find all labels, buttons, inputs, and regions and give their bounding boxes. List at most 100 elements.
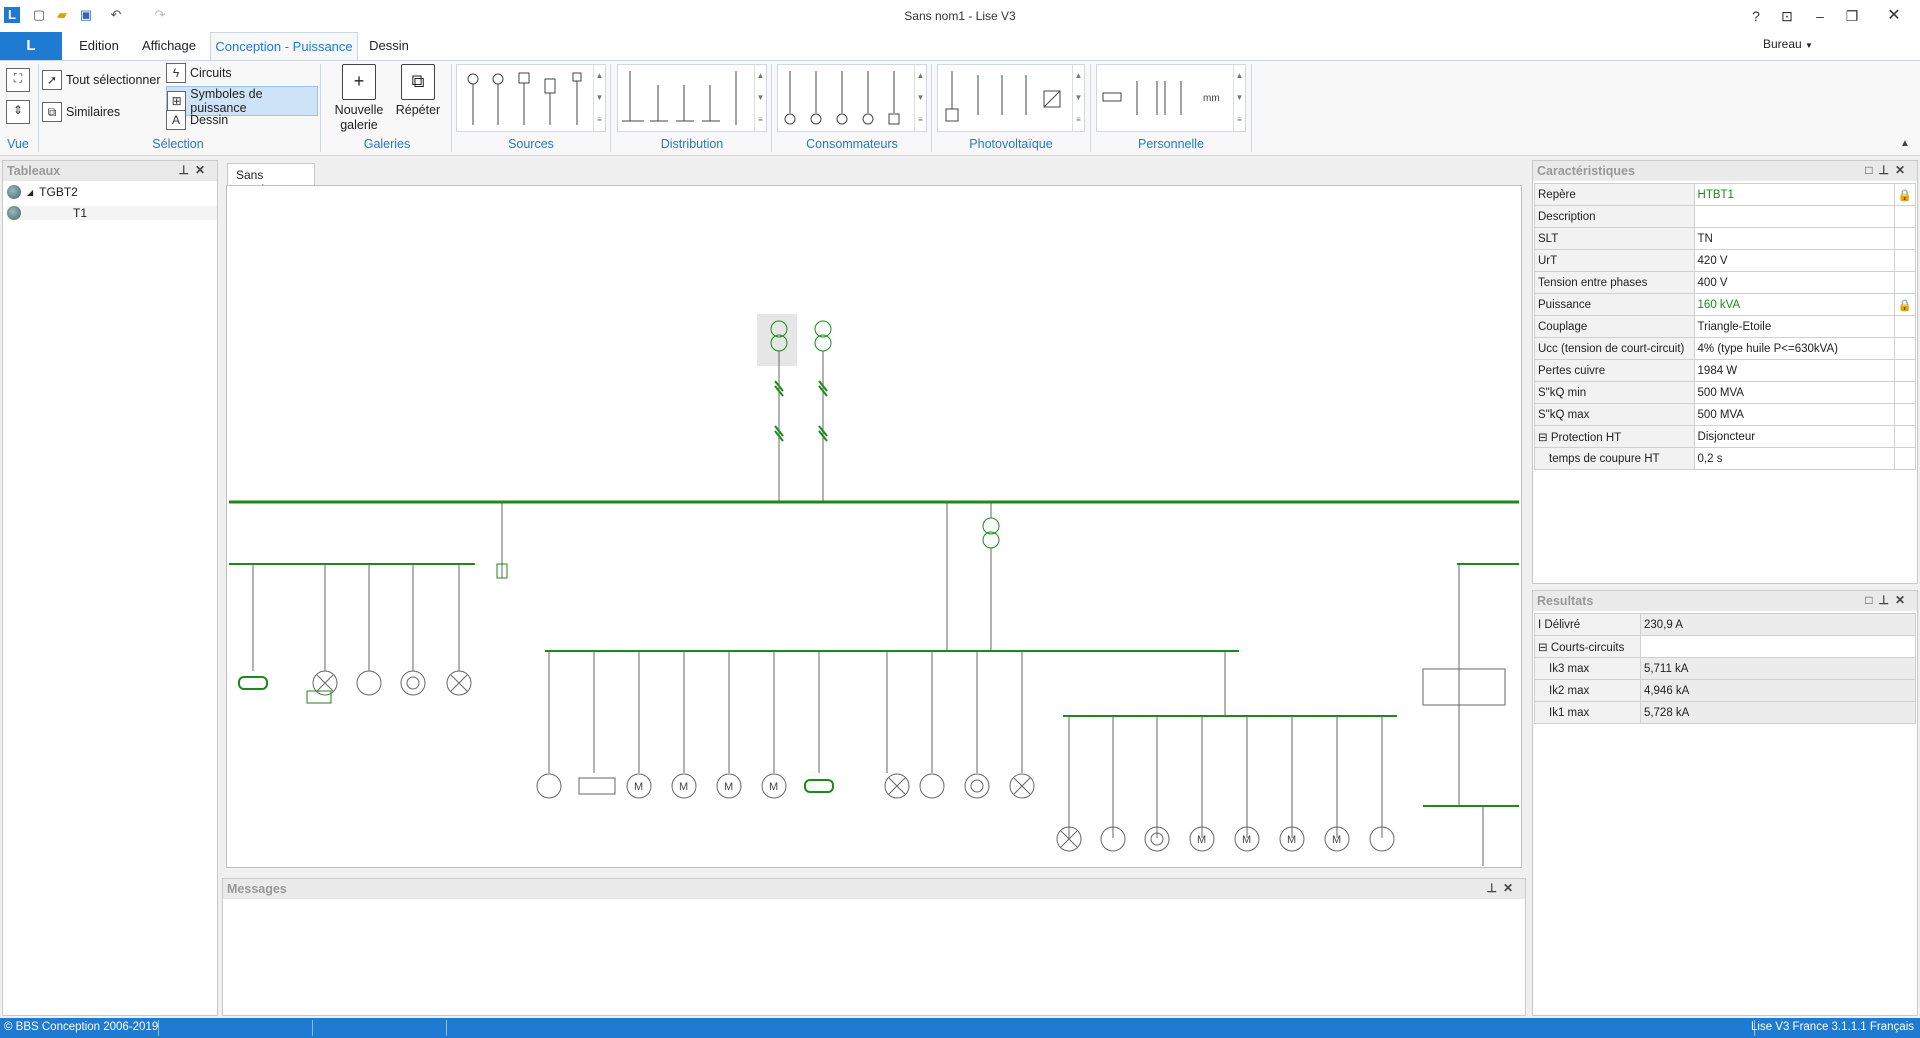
consumers-gallery[interactable]: ▲▼≡ xyxy=(777,64,927,132)
fit-view-icon[interactable]: ⛶ xyxy=(6,68,30,92)
gallery-scroll[interactable]: ▲▼≡ xyxy=(914,65,926,131)
expand-arrow-icon[interactable]: ◢ xyxy=(27,187,34,197)
pin-icon[interactable]: ⊥ xyxy=(178,163,195,177)
property-value[interactable]: 500 MVA xyxy=(1693,403,1895,426)
tab-dessin[interactable]: Dessin xyxy=(369,38,409,53)
lock-icon[interactable]: 🔒 xyxy=(1893,293,1917,316)
property-value[interactable]: 420 V xyxy=(1693,249,1895,272)
zoom-fit-icon[interactable]: ⇕ xyxy=(6,100,30,124)
gallery-scroll[interactable]: ▲▼≡ xyxy=(1072,65,1084,131)
table-row[interactable]: Ucc (tension de court-circuit)4% (type h… xyxy=(1534,337,1917,360)
property-value[interactable]: 500 MVA xyxy=(1693,381,1895,404)
gallery-scroll[interactable]: ▲▼≡ xyxy=(593,65,605,131)
tab-affichage[interactable]: Affichage xyxy=(142,38,196,53)
property-key-group[interactable]: ⊟ Protection HT xyxy=(1534,425,1695,448)
property-value[interactable]: 160 kVA xyxy=(1693,293,1895,316)
property-value[interactable]: 0,2 s xyxy=(1693,447,1895,470)
result-key-group[interactable]: ⊟ Courts-circuits xyxy=(1534,635,1641,658)
tree-item-t1[interactable]: T1 xyxy=(7,206,217,220)
close-icon[interactable]: ✕ xyxy=(1502,881,1519,895)
gallery-scroll[interactable]: ▲▼≡ xyxy=(754,65,766,131)
minimize-icon[interactable]: – xyxy=(1816,8,1824,24)
property-value[interactable]: 1984 W xyxy=(1693,359,1895,382)
restore-layout-icon[interactable]: ⊡ xyxy=(1781,8,1793,24)
document-tab[interactable]: Sans nom1✕ xyxy=(227,163,315,196)
sources-gallery[interactable]: ▲▼≡ xyxy=(456,64,606,132)
repeat-button[interactable]: ⧉ Répéter xyxy=(392,64,444,118)
caracteristiques-title: Caractéristiques xyxy=(1537,164,1635,178)
select-all-button[interactable]: ➚Tout sélectionner xyxy=(42,70,161,90)
property-value[interactable]: TN xyxy=(1693,227,1895,250)
messages-panel-header: Messages⊥✕ xyxy=(223,879,1525,899)
similar-button[interactable]: ⧉Similaires xyxy=(42,102,120,122)
redo-icon[interactable]: ↷ xyxy=(154,7,166,22)
workspace-dropdown[interactable]: Bureau ▼ xyxy=(1763,37,1813,51)
pin-icon[interactable]: ⊥ xyxy=(1486,881,1503,895)
property-value[interactable]: 4% (type huile P<=630kVA) xyxy=(1693,337,1895,360)
custom-gallery[interactable]: mm▲▼≡ xyxy=(1096,64,1246,132)
maximize-icon[interactable]: □ xyxy=(1865,163,1879,177)
pin-icon[interactable]: ⊥ xyxy=(1878,163,1895,177)
network-icon xyxy=(7,206,21,220)
property-value[interactable]: Triangle-Etoile xyxy=(1693,315,1895,338)
help-icon[interactable]: ? xyxy=(1752,8,1760,24)
property-value[interactable]: 400 V xyxy=(1693,271,1895,294)
gallery-scroll[interactable]: ▲▼≡ xyxy=(1233,65,1245,131)
tab-conception-puissance[interactable]: Conception - Puissance xyxy=(210,32,358,60)
collapse-icon[interactable]: ⊟ xyxy=(1538,431,1551,444)
collapse-ribbon-icon[interactable]: ▲ xyxy=(1900,138,1910,149)
distribution-gallery[interactable]: ▲▼≡ xyxy=(617,64,767,132)
status-divider xyxy=(312,1020,313,1036)
close-icon[interactable]: ✕ xyxy=(1894,163,1911,177)
property-value[interactable]: Disjoncteur xyxy=(1693,425,1895,448)
close-window-icon[interactable]: ✕ xyxy=(1887,7,1901,24)
transformer-htbt2[interactable] xyxy=(814,320,832,502)
pin-icon[interactable]: ⊥ xyxy=(1878,593,1895,607)
table-row[interactable]: Description xyxy=(1534,205,1917,228)
new-file-icon[interactable]: ▢ xyxy=(32,7,46,22)
svg-text:M: M xyxy=(1242,834,1251,846)
file-tab[interactable]: L xyxy=(0,32,62,60)
lock-icon[interactable]: 🔒 xyxy=(1893,183,1917,206)
group-separator xyxy=(1090,64,1091,152)
transformer-htbt3[interactable] xyxy=(982,502,1000,651)
tab-edition[interactable]: Edition xyxy=(79,38,119,53)
save-icon[interactable]: ▣ xyxy=(79,7,93,22)
power-symbols-label: Symboles de puissance xyxy=(190,87,263,115)
close-icon[interactable]: ✕ xyxy=(194,163,211,177)
tree-item-tgbt2[interactable]: ◢TGBT2 xyxy=(7,185,78,199)
transformer-htbt1[interactable] xyxy=(770,320,788,502)
photovoltaic-gallery[interactable]: ▲▼≡ xyxy=(937,64,1085,132)
table-row[interactable]: ⊟ Courts-circuits xyxy=(1534,635,1917,658)
maximize-icon[interactable]: □ xyxy=(1865,593,1879,607)
property-value[interactable]: HTBT1 xyxy=(1693,183,1895,206)
maximize-icon[interactable]: ❐ xyxy=(1845,8,1859,24)
diagram-canvas[interactable]: M M M M M M M M xyxy=(226,185,1522,868)
close-icon[interactable]: ✕ xyxy=(1894,593,1911,607)
open-folder-icon[interactable]: ▰ xyxy=(57,7,67,22)
transformer-t1-block[interactable] xyxy=(1422,668,1506,706)
power-symbols-button[interactable]: ⊞Symboles de puissance xyxy=(166,86,318,116)
undo-icon[interactable]: ↶ xyxy=(110,7,122,22)
collapse-icon[interactable]: ⊟ xyxy=(1538,641,1551,654)
property-value[interactable] xyxy=(1693,205,1895,228)
new-gallery-button[interactable]: + Nouvelle galerie xyxy=(330,64,388,133)
